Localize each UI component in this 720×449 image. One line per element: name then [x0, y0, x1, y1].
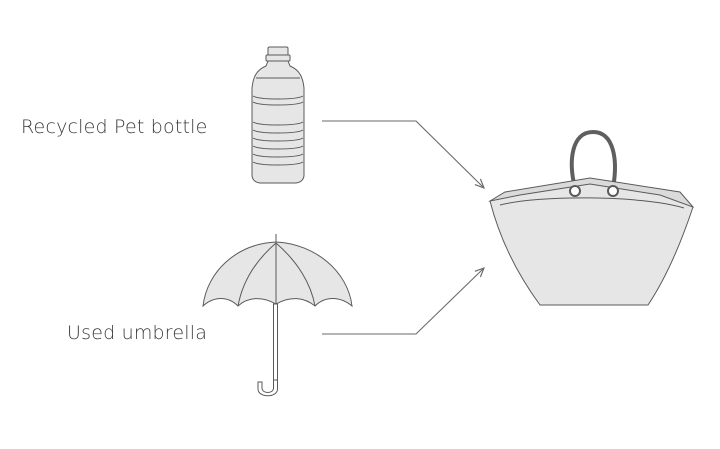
pet-bottle-icon	[251, 46, 305, 184]
umbrella-label: Used umbrella	[67, 322, 208, 344]
tote-bag-icon	[488, 129, 695, 306]
arrow-bottle-to-bag	[322, 120, 484, 188]
arrow-umbrella-to-bag	[322, 268, 484, 335]
bottle-label: Recycled Pet bottle	[21, 116, 208, 138]
umbrella-icon	[202, 234, 353, 397]
